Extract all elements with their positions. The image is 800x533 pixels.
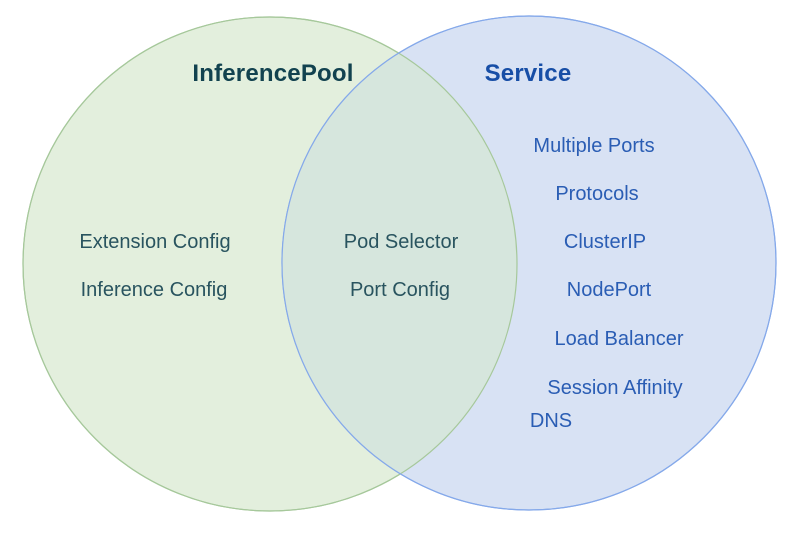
left-item-extension-config: Extension Config	[79, 231, 231, 253]
right-item-session-affinity: Session Affinity	[547, 377, 683, 399]
left-item-inference-config: Inference Config	[80, 279, 228, 301]
right-item-load-balancer: Load Balancer	[554, 328, 684, 350]
overlap-item-port-config: Port Config	[349, 279, 451, 301]
overlap-item-pod-selector: Pod Selector	[343, 231, 459, 253]
right-item-protocols: Protocols	[555, 183, 639, 205]
right-item-multiple-ports: Multiple Ports	[533, 135, 655, 157]
service-title: Service	[484, 60, 572, 87]
inferencepool-title: InferencePool	[192, 60, 354, 87]
right-item-dns: DNS	[529, 410, 573, 432]
right-item-clusterip: ClusterIP	[563, 231, 647, 253]
right-item-nodeport: NodePort	[566, 279, 652, 301]
service-circle-outline	[281, 15, 777, 511]
overlap-region	[282, 53, 517, 474]
inferencepool-circle-outline	[22, 16, 518, 512]
